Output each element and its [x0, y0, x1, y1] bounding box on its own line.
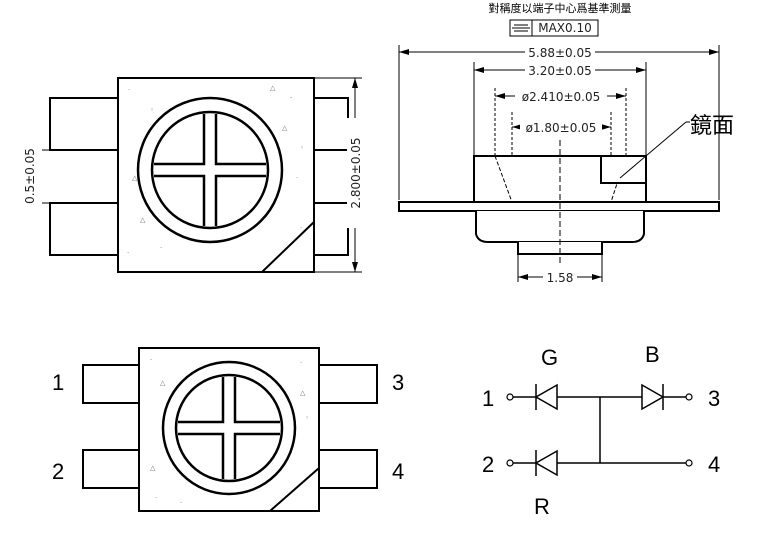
lead-frame: [398, 201, 720, 212]
svg-text:◦: ◦: [300, 144, 304, 152]
pinout-package: · △ · ◦ △ · △ ·: [82, 347, 378, 512]
svg-text:·: ·: [155, 494, 157, 502]
schematic-pin-4: 4: [708, 452, 720, 477]
lead-top-right: [313, 97, 349, 151]
svg-text:·: ·: [128, 86, 130, 94]
top-view-package: · ◦ △ · ◦ · △ · △ · △ ·: [49, 77, 349, 273]
mirror-label: 鏡面: [690, 114, 734, 139]
pitch-dim-text: 0.5±0.05: [23, 148, 37, 204]
diode-green: [534, 383, 558, 411]
diode-red: [534, 449, 558, 477]
lead-bottom-right: [313, 202, 349, 256]
pin-label-3: 3: [392, 370, 404, 395]
height-dimension: 2.800±0.05: [314, 77, 363, 273]
label-red: R: [534, 494, 550, 519]
pin-label-1: 1: [52, 370, 64, 395]
label-green: G: [541, 345, 558, 370]
svg-text:·: ·: [150, 356, 152, 364]
svg-text:·: ·: [300, 224, 302, 232]
schematic-pin-2: 2: [482, 452, 494, 477]
terminal-4: [685, 459, 693, 467]
height-dim-text: 2.800±0.05: [349, 137, 363, 208]
die-cross: [154, 114, 266, 226]
terminal-1: [506, 393, 514, 401]
svg-text:△: △: [132, 174, 138, 182]
svg-text:△: △: [150, 464, 156, 472]
diode-blue: [641, 383, 665, 411]
terminal-3: [685, 393, 693, 401]
bottom-width-dim: 1.58: [547, 271, 574, 285]
lead-top-left: [49, 97, 119, 151]
svg-text:·: ·: [300, 359, 302, 367]
cup-outer-dim: ø2.410±0.05: [522, 90, 600, 104]
lens-inner-ring: [150, 110, 270, 230]
mirror-notch: [600, 155, 647, 184]
overall-width-dim: 5.88±0.05: [528, 46, 592, 60]
symmetry-tolerance-box: MAX0.10: [509, 19, 599, 37]
schematic-pin-3: 3: [708, 386, 720, 411]
cup-inner-dim: ø1.80±0.05: [526, 121, 597, 135]
lead-bottom-left: [49, 202, 119, 256]
svg-text:△: △: [282, 124, 288, 132]
svg-text:◦: ◦: [150, 106, 154, 114]
svg-text:△: △: [140, 216, 146, 224]
svg-text:·: ·: [290, 94, 292, 102]
symmetry-note: 對稱度以端子中心爲基準測量: [489, 1, 632, 15]
svg-text:·: ·: [180, 499, 182, 507]
svg-text:◦: ◦: [305, 414, 309, 422]
svg-text:△: △: [300, 389, 306, 397]
symmetry-tolerance: MAX0.10: [538, 21, 592, 35]
svg-text:·: ·: [127, 249, 129, 257]
svg-text:△: △: [160, 379, 166, 387]
pin-label-2: 2: [52, 459, 64, 484]
label-blue: B: [645, 342, 660, 367]
body-width-dim: 3.20±0.05: [528, 64, 592, 78]
pin-label-4: 4: [392, 459, 404, 484]
svg-text:△: △: [270, 84, 276, 92]
side-view: 5.88±0.05 3.20±0.05 ø2.410±0.05 ø1.80±0.…: [398, 45, 734, 285]
pitch-dimension: 0.5±0.05: [23, 148, 50, 204]
terminal-2: [506, 459, 514, 467]
svg-text:·: ·: [160, 244, 162, 252]
svg-text:·: ·: [296, 174, 298, 182]
schematic: [506, 383, 693, 477]
schematic-pin-1: 1: [482, 386, 494, 411]
